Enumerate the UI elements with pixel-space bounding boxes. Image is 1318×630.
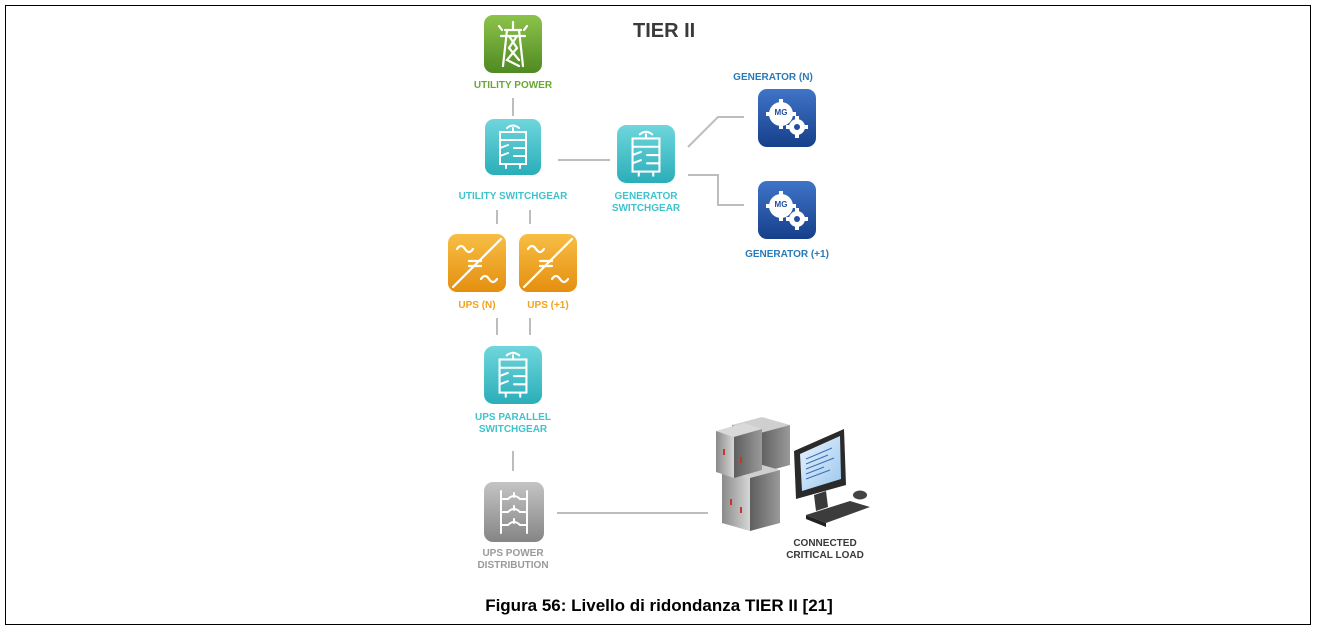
ups-power-distribution-label: UPS POWER DISTRIBUTION (477, 548, 549, 571)
figure-caption: Figura 56: Livello di ridondanza TIER II… (485, 596, 833, 615)
generator-n-badge: MG (774, 108, 788, 117)
ups-n-icon (447, 233, 507, 293)
generator-plus1-label: GENERATOR (+1) (745, 249, 829, 260)
utility-switchgear-icon (484, 118, 542, 176)
ups-parallel-switchgear-icon (483, 345, 543, 405)
diagram-title: TIER II (633, 20, 696, 42)
generator-plus1-icon: MG (757, 180, 817, 240)
critical-load-icon (710, 415, 875, 535)
figure-frame (5, 5, 1311, 625)
utility-power-icon (483, 14, 543, 74)
ups-plus1-icon (518, 233, 578, 293)
ups-parallel-switchgear-label: UPS PARALLEL SWITCHGEAR (475, 412, 551, 435)
ups-power-distribution-icon (483, 481, 545, 543)
utility-power-label: UTILITY POWER (473, 80, 553, 91)
generator-switchgear-label: GENERATOR SWITCHGEAR (611, 191, 681, 214)
generator-n-label: GENERATOR (N) (733, 72, 813, 83)
wire-gen-sw-to-gen-n (687, 116, 744, 148)
ups-plus1-label: UPS (+1) (527, 300, 569, 311)
ups-n-label: UPS (N) (458, 300, 496, 311)
utility-switchgear-label: UTILITY SWITCHGEAR (458, 191, 568, 202)
generator-plus1-badge: MG (774, 200, 788, 209)
wire-gen-sw-to-gen-plus1 (688, 174, 744, 206)
generator-n-icon: MG (757, 88, 817, 148)
critical-load-label: CONNECTED CRITICAL LOAD (786, 538, 864, 561)
generator-switchgear-icon (616, 124, 676, 184)
